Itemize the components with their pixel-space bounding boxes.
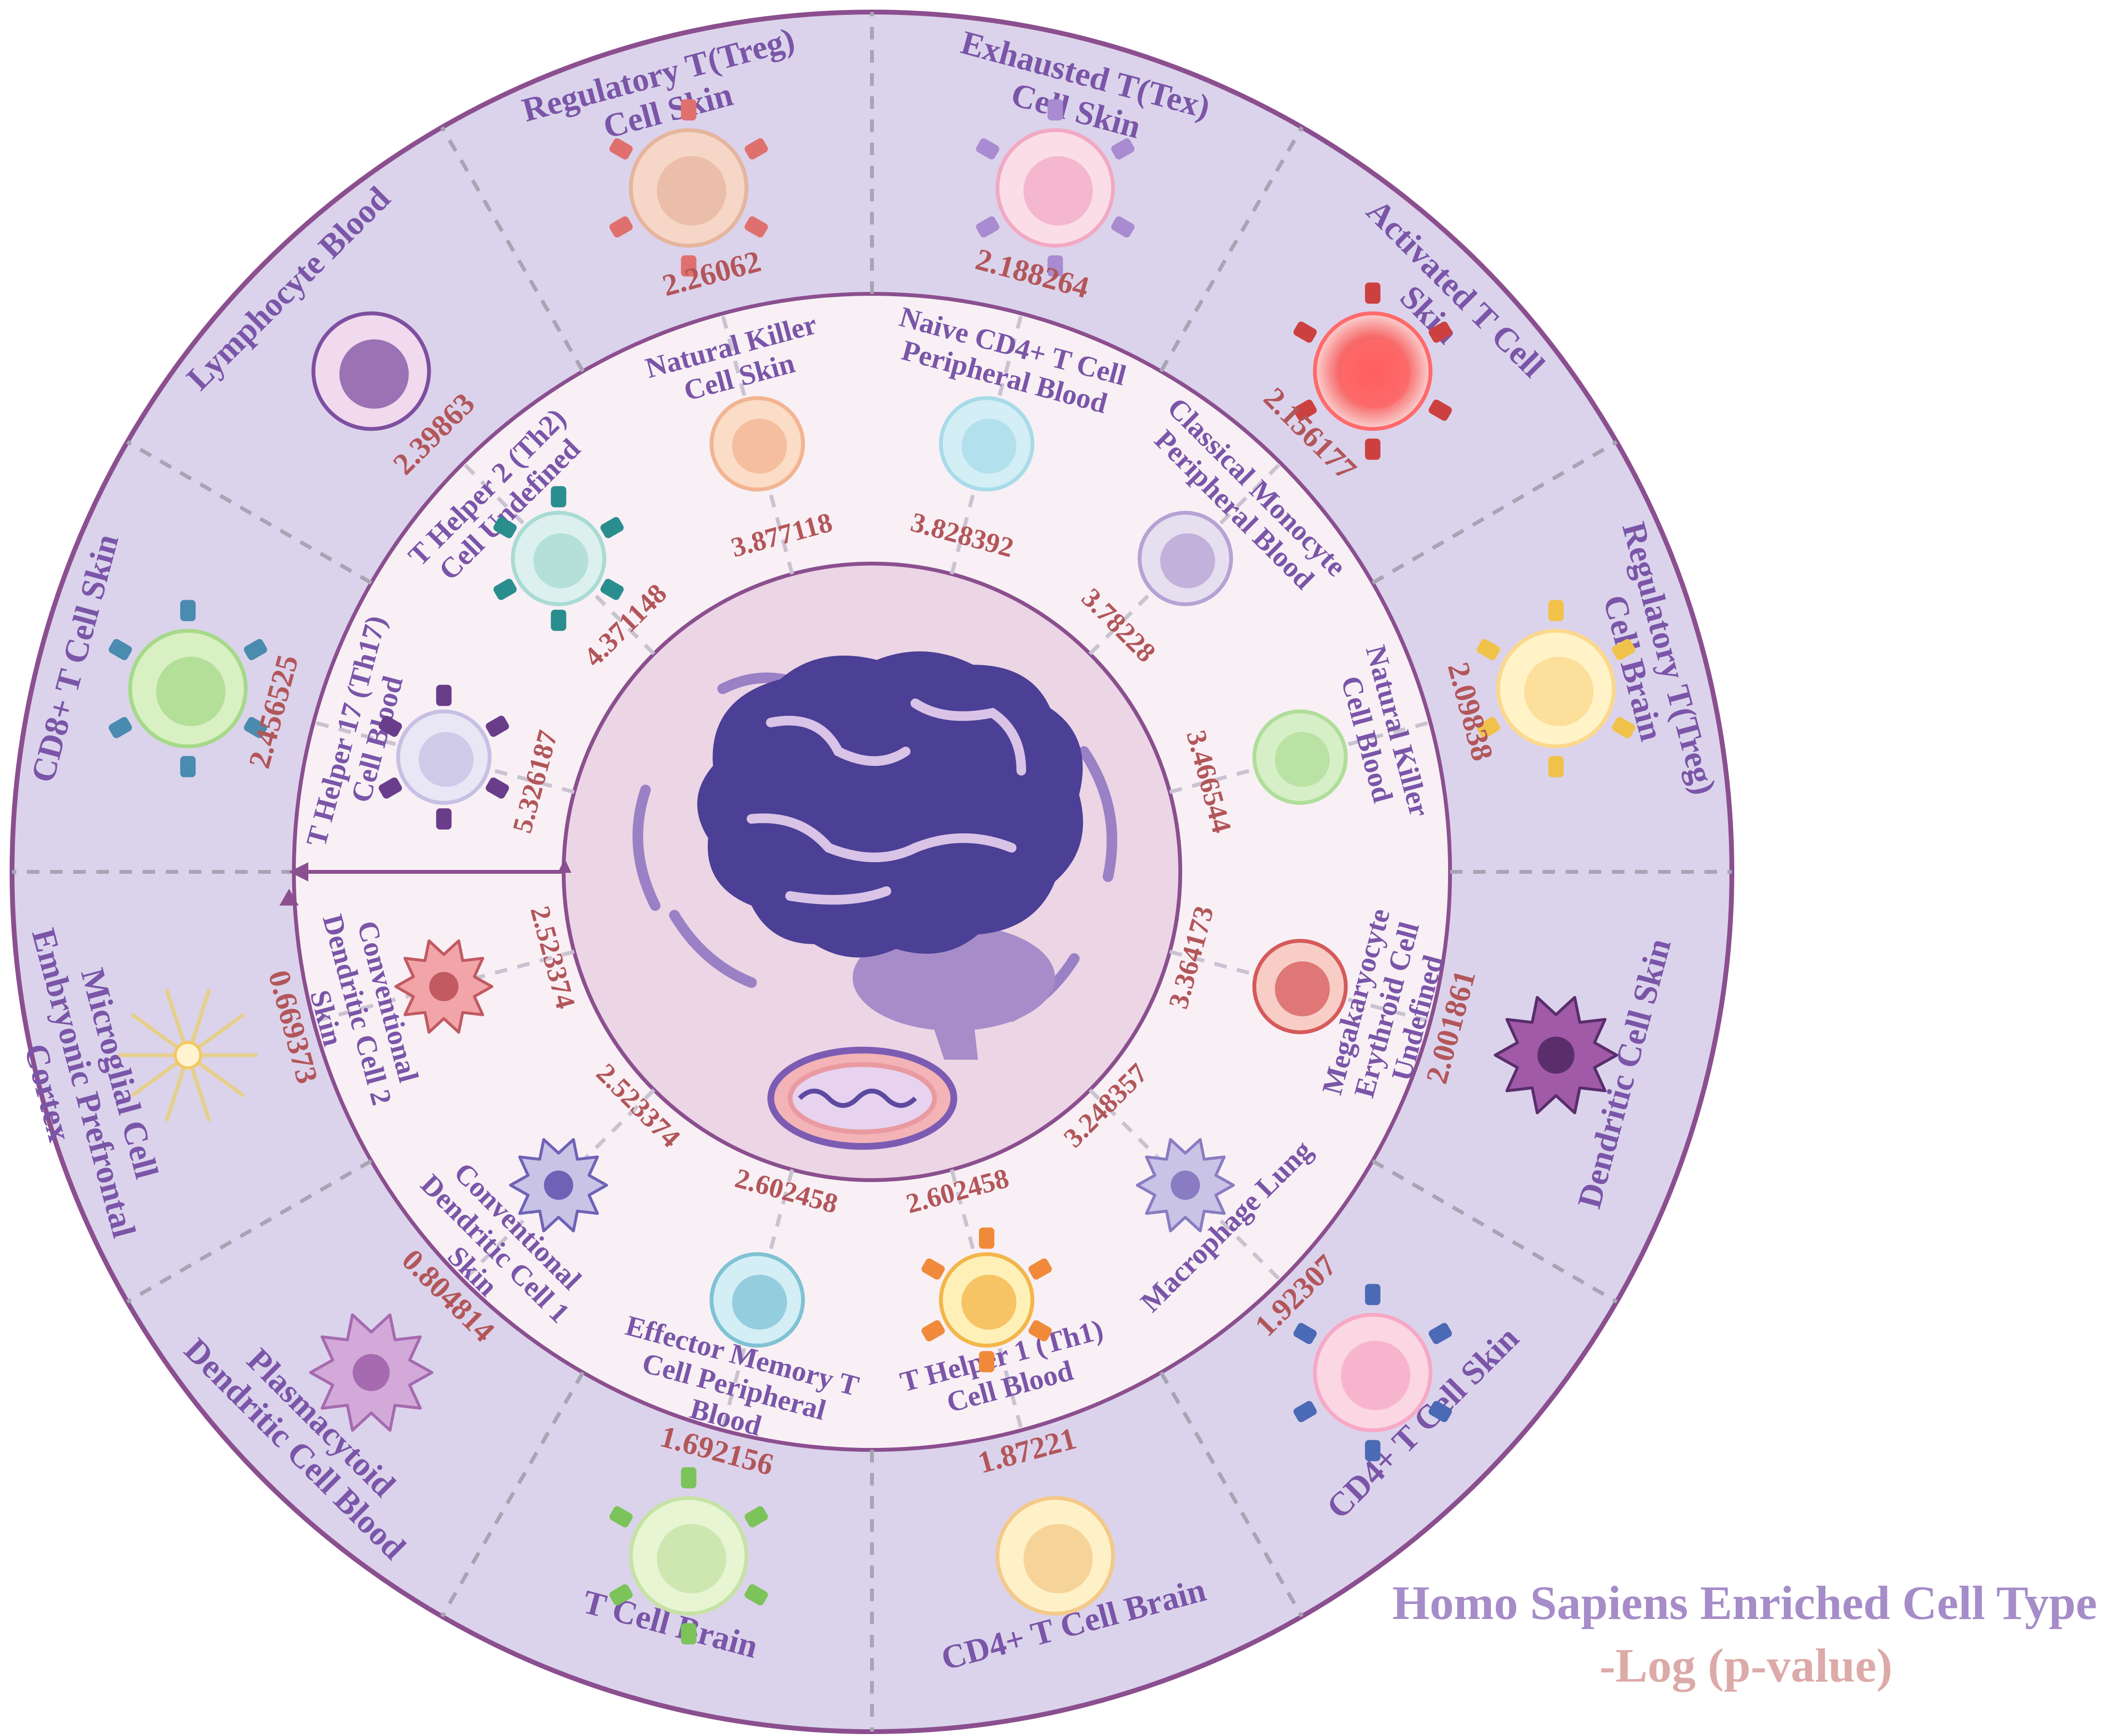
inner-segment: MegakaryocyteErythroid CellUndefined3.36… — [1162, 903, 1450, 1101]
monocyte-icon — [1137, 511, 1233, 606]
naive-cd4-cell-icon — [939, 396, 1035, 492]
cdc1-cell-icon — [509, 1138, 608, 1233]
activated-t-cell-icon — [1293, 282, 1452, 460]
treg-brain-cell-icon — [1477, 600, 1636, 777]
nk-cell-skin-icon — [709, 396, 805, 492]
th17-cell-icon — [379, 684, 509, 830]
cd8-t-cell-icon — [108, 600, 267, 777]
legend-title: Homo Sapiens Enriched Cell Type — [1392, 1576, 2098, 1630]
microglial-cell-icon — [119, 988, 258, 1122]
cd4-t-cell-icon — [1293, 1284, 1452, 1461]
lymphocyte-icon — [311, 311, 431, 431]
treg-cell-icon — [609, 99, 768, 277]
ring-arrow-head-outer — [279, 889, 299, 906]
ring-arrow-head-inner — [558, 858, 571, 873]
segment-dividers — [12, 12, 1732, 1732]
inner-segment: Classical MonocytePeripheral Blood3.7822… — [1076, 392, 1353, 669]
brain-icon — [633, 651, 1118, 1060]
t-cell-icon — [609, 1467, 768, 1644]
th1-cell-icon — [921, 1227, 1052, 1372]
cdc2-cell-icon — [394, 939, 494, 1034]
tex-cell-icon — [976, 99, 1135, 277]
effector-memory-cell-icon — [709, 1252, 805, 1348]
nk-cell-blood-icon — [1252, 709, 1348, 805]
dendritic-cell-icon — [1493, 996, 1618, 1115]
cd4-t-brain-cell-icon — [995, 1496, 1115, 1616]
virus-icon — [767, 1047, 957, 1150]
legend-subtitle: -Log (p-value) — [1599, 1639, 1893, 1692]
megakaryocyte-icon — [1252, 939, 1348, 1035]
macrophage-icon — [1135, 1138, 1235, 1233]
plasmacytoid-dendritic-cell-icon — [309, 1313, 434, 1432]
th2-cell-icon — [493, 486, 624, 631]
ring-arrow-head — [289, 862, 308, 881]
